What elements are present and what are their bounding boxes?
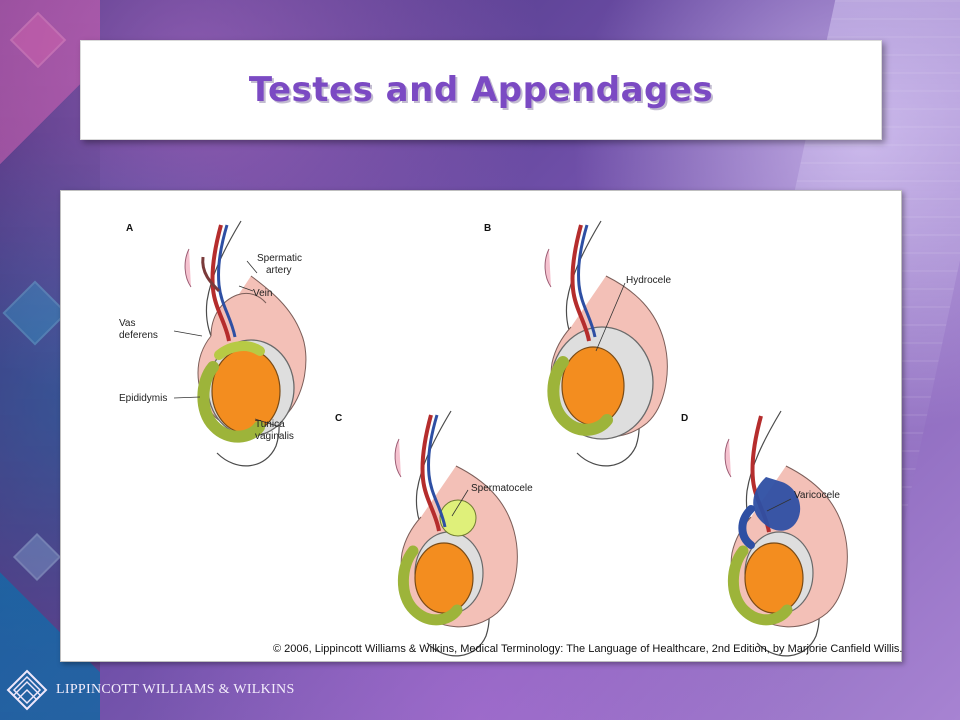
label-vas: Vas bbox=[119, 318, 136, 329]
vein-shape bbox=[217, 224, 237, 338]
label-hydrocele: Hydrocele bbox=[626, 275, 671, 286]
label-deferens: deferens bbox=[119, 330, 158, 341]
panel-d-label: D bbox=[681, 413, 688, 424]
penis-shape bbox=[544, 248, 552, 288]
label-artery: artery bbox=[266, 265, 292, 276]
epididymis-shape bbox=[727, 545, 793, 626]
epididymis-shape bbox=[547, 356, 613, 436]
varicocele-shape bbox=[738, 505, 755, 549]
leader-line bbox=[254, 418, 278, 427]
copyright-text: © 2006, Lippincott Williams & Wilkins, M… bbox=[273, 643, 903, 655]
lww-logo-icon bbox=[6, 669, 48, 711]
vas-deferens-shape bbox=[201, 256, 221, 293]
leader-line bbox=[238, 285, 254, 292]
spermatocele-shape bbox=[439, 499, 477, 537]
label-vein: Vein bbox=[253, 288, 272, 299]
label-epididymis: Epididymis bbox=[119, 393, 167, 404]
vein-shape bbox=[427, 414, 447, 528]
panel-c-label: C bbox=[335, 413, 342, 424]
testes-appendages-illustration: A Spermatic artery Vein Vas deferens Epi… bbox=[119, 220, 848, 657]
title-box: Testes and Appendages bbox=[80, 40, 882, 140]
vein-shape bbox=[577, 224, 597, 338]
label-vaginalis: vaginalis bbox=[255, 431, 294, 442]
figure-panel: A Spermatic artery Vein Vas deferens Epi… bbox=[60, 190, 903, 662]
testis-shape bbox=[561, 346, 625, 426]
panel-d: D Varicocele bbox=[681, 410, 848, 657]
panel-a-label: A bbox=[126, 223, 133, 234]
panel-a: A Spermatic artery Vein Vas deferens Epi… bbox=[119, 220, 307, 467]
label-spermatic: Spermatic bbox=[257, 253, 302, 264]
label-tunica: Tunica bbox=[255, 419, 285, 430]
penis-shape bbox=[724, 438, 732, 478]
leader-line bbox=[246, 260, 258, 274]
varicocele-shape bbox=[753, 477, 801, 531]
panel-b: B Hydrocele bbox=[484, 220, 671, 467]
testis-shape bbox=[744, 542, 804, 614]
leader-line bbox=[766, 498, 792, 512]
artery-shape bbox=[420, 414, 441, 532]
epididymis-shape bbox=[397, 545, 463, 626]
page-title: Testes and Appendages bbox=[248, 70, 714, 110]
panel-c: C Spermatocele bbox=[335, 410, 533, 657]
leader-line bbox=[173, 396, 201, 399]
epididymis-shape bbox=[197, 361, 265, 443]
testis-shape bbox=[414, 542, 474, 614]
penis-shape bbox=[394, 438, 402, 478]
brand-name: LIPPINCOTT WILLIAMS & WILKINS bbox=[56, 682, 295, 697]
leader-line bbox=[451, 489, 469, 517]
penis-shape bbox=[184, 248, 192, 288]
artery-shape bbox=[210, 224, 231, 342]
brand-logo: LIPPINCOTT WILLIAMS & WILKINS bbox=[6, 664, 295, 716]
leader-line bbox=[173, 330, 203, 337]
label-varicocele: Varicocele bbox=[794, 490, 840, 501]
panel-b-label: B bbox=[484, 223, 491, 234]
label-spermatocele: Spermatocele bbox=[471, 483, 533, 494]
epididymis-shape bbox=[214, 341, 265, 360]
leader-line bbox=[595, 282, 626, 352]
artery-shape bbox=[570, 224, 591, 342]
